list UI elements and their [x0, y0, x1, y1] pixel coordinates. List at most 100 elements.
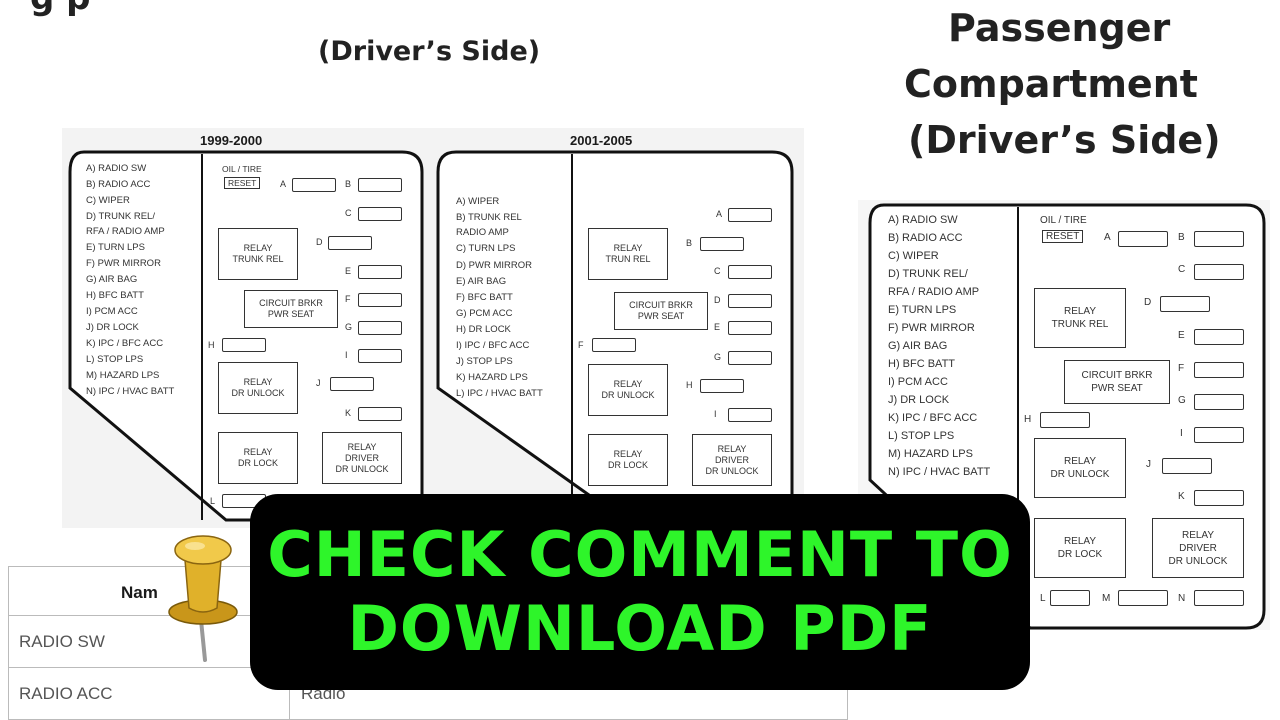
legend-item: F) PWR MIRROR: [888, 322, 975, 334]
fuse-label: E: [714, 322, 721, 332]
legend-item: RADIO AMP: [456, 227, 509, 238]
fuse-slot: [358, 349, 402, 363]
fuse-slot: [1162, 458, 1212, 474]
legend-item: J) STOP LPS: [456, 356, 513, 367]
fuse-label: K: [345, 408, 352, 418]
pushpin-icon: [168, 535, 238, 662]
fuse-label: A: [1104, 232, 1111, 243]
relay-driver-dr-unlock: RELAY DRIVER DR UNLOCK: [1152, 518, 1244, 578]
fuse-label: M: [1102, 593, 1111, 604]
legend-item: F) PWR MIRROR: [86, 258, 161, 269]
relay-trunk-rel: RELAY TRUNK REL: [218, 228, 298, 280]
legend-item: K) HAZARD LPS: [456, 372, 528, 383]
legend-item: G) PCM ACC: [456, 308, 513, 319]
relay-circuit-brkr: CIRCUIT BRKR PWR SEAT: [244, 290, 338, 328]
fuse-label: L: [1040, 593, 1046, 604]
legend-item: B) RADIO ACC: [86, 179, 151, 190]
fuse-label: F: [1178, 363, 1185, 374]
fuse-label: J: [316, 378, 321, 388]
left-title-partial: g p: [30, 0, 91, 18]
fuse-slot: [358, 407, 402, 421]
fuse-label: D: [1144, 297, 1152, 308]
fuse-label: B: [345, 179, 352, 189]
legend-item: A) RADIO SW: [888, 214, 958, 226]
fuse-slot: [358, 321, 402, 335]
relay-trunk-rel: RELAY TRUN REL: [588, 228, 668, 280]
table-header-name: Nam: [121, 583, 158, 602]
fuse-label: D: [316, 237, 323, 247]
legend-item: I) PCM ACC: [86, 306, 138, 317]
fuse-slot: [728, 408, 772, 422]
relay-dr-unlock: RELAY DR UNLOCK: [588, 364, 668, 416]
fuse-slot: [358, 178, 402, 192]
fuse-label: A: [280, 179, 287, 189]
legend-item: C) WIPER: [888, 250, 939, 262]
fuse-slot: [1194, 362, 1244, 378]
fuse-slot: [328, 236, 372, 250]
fuse-slot: [728, 208, 772, 222]
fuse-slot: [1194, 490, 1244, 506]
fuse-slot: [292, 178, 336, 192]
fuse-label: G: [714, 352, 722, 362]
legend-item: B) TRUNK REL: [456, 212, 522, 223]
fuse-label: E: [345, 266, 352, 276]
fuse-slot: [592, 338, 636, 352]
year-label-2001: 2001-2005: [570, 133, 633, 148]
reset-button[interactable]: RESET: [224, 177, 261, 189]
fuse-slot: [1194, 231, 1244, 247]
legend-item: J) DR LOCK: [86, 322, 139, 333]
relay-circuit-brkr: CIRCUIT BRKR PWR SEAT: [614, 292, 708, 330]
fuse-label: L: [210, 496, 216, 506]
legend-item: D) PWR MIRROR: [456, 260, 532, 271]
legend-item: RFA / RADIO AMP: [888, 286, 980, 298]
fuse-slot: [1040, 412, 1090, 428]
legend-item: M) HAZARD LPS: [86, 370, 160, 381]
legend-item: L) IPC / HVAC BATT: [456, 388, 543, 399]
oil-tire-label: OIL / TIRE: [1040, 215, 1087, 226]
legend-item: M) HAZARD LPS: [888, 448, 973, 460]
legend-item: G) AIR BAG: [86, 274, 138, 285]
relay-dr-lock: RELAY DR LOCK: [588, 434, 668, 486]
fuse-label: I: [1180, 428, 1183, 439]
fuse-label: J: [1146, 459, 1151, 470]
right-title-line3: (Driver’s Side): [908, 118, 1221, 162]
fuse-slot: [330, 377, 374, 391]
fuse-label: H: [208, 340, 215, 350]
fuse-slot: [728, 351, 772, 365]
year-label-1999: 1999-2000: [200, 133, 263, 148]
legend-item: J) DR LOCK: [888, 394, 950, 406]
legend-item: H) BFC BATT: [86, 290, 144, 301]
legend-item: N) IPC / HVAC BATT: [888, 466, 991, 478]
right-title-line2: Compartment: [904, 62, 1198, 106]
banner-line-2: DOWNLOAD PDF: [347, 592, 933, 665]
legend-item: E) TURN LPS: [888, 304, 957, 316]
legend-item: K) IPC / BFC ACC: [888, 412, 978, 424]
fuse-label: G: [345, 322, 353, 332]
relay-circuit-brkr: CIRCUIT BRKR PWR SEAT: [1064, 360, 1170, 404]
legend-item: A) WIPER: [456, 196, 500, 207]
fuse-label: F: [578, 340, 584, 350]
fuse-slot: [728, 294, 772, 308]
legend-item: A) RADIO SW: [86, 163, 147, 174]
fuse-slot: [1194, 394, 1244, 410]
download-banner[interactable]: CHECK COMMENT TO DOWNLOAD PDF: [250, 494, 1030, 690]
legend-item: E) AIR BAG: [456, 276, 507, 287]
fuse-label: I: [714, 409, 717, 419]
fuse-label: B: [1178, 232, 1185, 243]
fuse-label: B: [686, 238, 693, 248]
fuse-slot: [728, 265, 772, 279]
legend-item: F) BFC BATT: [456, 292, 513, 303]
table-cell-name: RADIO ACC: [19, 684, 113, 703]
relay-driver-dr-unlock: RELAY DRIVER DR UNLOCK: [322, 432, 402, 484]
legend-item: C) TURN LPS: [456, 243, 516, 254]
legend-item: H) DR LOCK: [456, 324, 511, 335]
fuse-slot: [1050, 590, 1090, 606]
reset-button[interactable]: RESET: [1042, 230, 1084, 243]
fuse-slot: [358, 207, 402, 221]
fuse-label: H: [686, 380, 693, 390]
fuse-label: H: [1024, 414, 1032, 425]
legend-item: I) IPC / BFC ACC: [456, 340, 530, 351]
fuse-label: C: [1178, 264, 1186, 275]
fuse-slot: [700, 237, 744, 251]
legend-item: C) WIPER: [86, 195, 130, 206]
